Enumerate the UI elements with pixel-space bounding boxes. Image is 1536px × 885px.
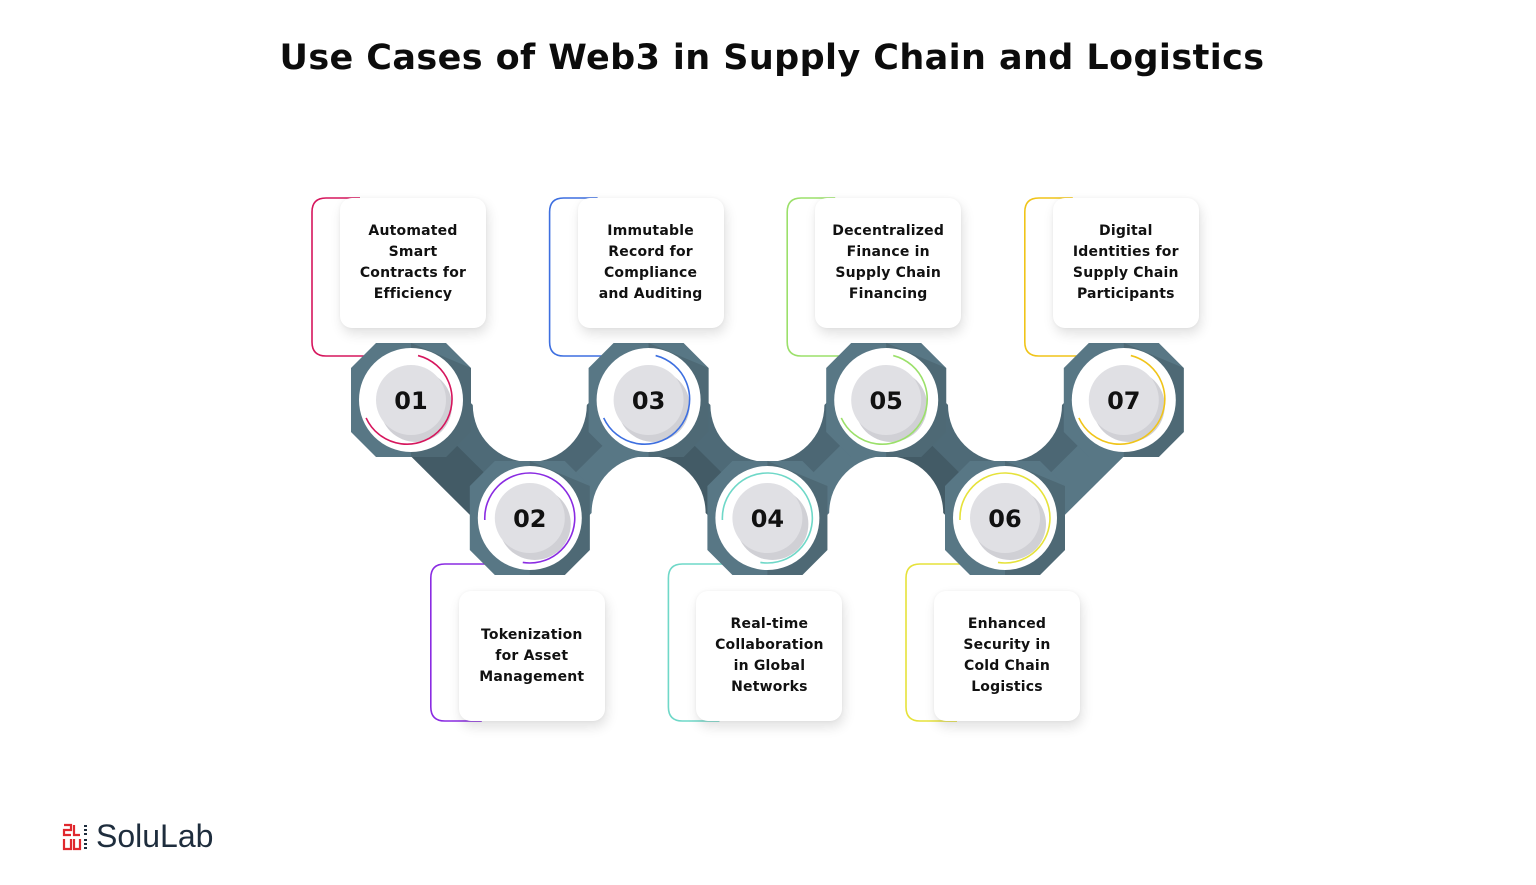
node-disc [851, 365, 922, 435]
step-number: 02 [513, 505, 546, 533]
step-node-05: 05 [834, 348, 939, 452]
step-card-04: Real-time Collaboration in Global Networ… [696, 591, 843, 721]
step-node-01: 01 [359, 348, 463, 452]
node-disc [970, 483, 1040, 553]
step-label: Decentralized Finance in Supply Chain Fi… [832, 223, 945, 302]
step-card-05: Decentralized Finance in Supply Chain Fi… [815, 198, 962, 328]
page-title: Use Cases of Web3 in Supply Chain and Lo… [279, 38, 1265, 78]
accent-connector-line [430, 563, 530, 722]
accent-lines [311, 197, 1124, 722]
accent-connector-line [667, 563, 768, 722]
node-disc [494, 483, 565, 553]
step-number: 04 [751, 505, 784, 533]
step-label: Immutable Record for Compliance and Audi… [598, 223, 703, 302]
step-card-01: Automated Smart Contracts for Efficiency [340, 198, 486, 328]
step-card-06: Enhanced Security in Cold Chain Logistic… [934, 591, 1080, 721]
node-disc [376, 365, 446, 435]
step-node-03: 03 [596, 348, 701, 452]
node-accent-arc [483, 472, 576, 564]
accent-connector-line [1024, 197, 1124, 357]
node-accent-arc [840, 354, 928, 445]
step-number: 06 [988, 505, 1021, 533]
node-accent-arc [1078, 354, 1166, 445]
node-accent-arc [365, 354, 453, 445]
step-number: 03 [632, 387, 665, 415]
brand-name: SoluLab [96, 818, 214, 854]
step-card-03: Immutable Record for Compliance and Audi… [577, 198, 724, 328]
step-nodes: 01 02 03 04 05 06 07 [351, 343, 1184, 575]
chain-gap [829, 456, 944, 570]
chain-gap [710, 348, 825, 462]
accent-connector-line [311, 197, 411, 357]
accent-connector-line [905, 563, 1005, 722]
step-label: Enhanced Security in Cold Chain Logistic… [963, 616, 1051, 695]
accent-connector-line [548, 197, 649, 357]
node-disc [613, 365, 684, 435]
step-node-04: 04 [715, 466, 820, 570]
step-number: 07 [1107, 387, 1140, 415]
brand-logo: SoluLab [62, 818, 213, 855]
solulab-logo-icon [62, 823, 87, 850]
step-label: Digital Identities for Supply Chain Part… [1072, 223, 1179, 302]
step-node-07: 07 [1071, 348, 1176, 452]
step-number: 05 [869, 387, 902, 415]
accent-connector-line [786, 197, 887, 357]
node-disc [1088, 365, 1159, 435]
node-accent-arc [959, 472, 1051, 564]
step-number: 01 [394, 387, 427, 415]
step-label: Automated Smart Contracts for Efficiency [359, 223, 467, 302]
step-card-07: Digital Identities for Supply Chain Part… [1052, 198, 1199, 328]
chain-gap [948, 348, 1062, 462]
step-card-02: Tokenization for Asset Management [458, 591, 605, 721]
node-accent-arc [602, 354, 691, 445]
step-label: Real-time Collaboration in Global Networ… [715, 616, 824, 695]
node-accent-arc [721, 472, 814, 564]
node-disc [732, 483, 803, 553]
chain-gap [591, 456, 706, 570]
step-label: Tokenization for Asset Management [479, 626, 585, 685]
step-node-02: 02 [477, 466, 582, 570]
chain-gap [472, 348, 587, 462]
step-node-06: 06 [953, 466, 1057, 570]
